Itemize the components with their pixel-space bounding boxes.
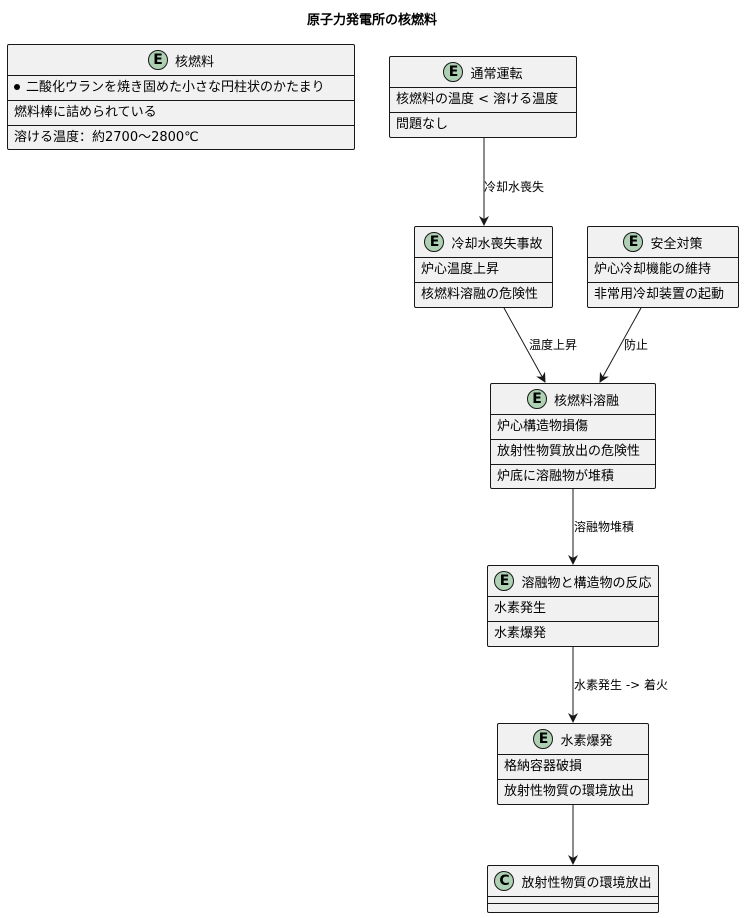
edge-meltdown-to-reaction: 溶融物堆積 [568,489,634,565]
entity-stereotype-icon: E [526,389,547,409]
entity-name: 冷却水喪失事故 [451,236,543,252]
entity-meltdown: E 核燃料溶融 炉心構造物損傷 放射性物質放出の危険性 炉底に溶融物が堆積 [490,383,656,489]
entity-attribute: 燃料棒に詰められている [8,100,354,125]
bullet-icon [14,83,20,90]
entity-attribute: 放射性物質の環境放出 [498,779,648,804]
class-stereotype-icon: C [494,871,515,891]
entity-stereotype-icon: E [623,232,644,252]
entity-attribute: 炉心温度上昇 [415,257,552,282]
entity-attribute: 二酸化ウランを焼き固めた小さな円柱状のかたまり [8,75,354,100]
entity-name: 溶融物と構造物の反応 [521,575,652,591]
edge-label: 溶融物堆積 [574,519,634,534]
entity-nuclear-fuel: E 核燃料 二酸化ウランを焼き固めた小さな円柱状のかたまり 燃料棒に詰められてい… [7,44,355,150]
entity-attribute: 格納容器破損 [498,754,648,779]
edge-normal-to-loca: 冷却水喪失 [479,138,544,226]
entity-attribute: 炉心構造物損傷 [491,414,655,439]
entity-attribute: 水素発生 [488,596,658,621]
class-radioactive-release: C 放射性物質の環境放出 [487,865,659,913]
edge-label: 防止 [624,337,648,352]
entity-stereotype-icon: E [443,62,464,82]
entity-attribute: 核燃料溶融の危険性 [415,282,552,307]
entity-stereotype-icon: E [494,571,515,591]
entity-attribute: 水素爆発 [488,621,658,646]
edge-label: 水素発生 -> 着火 [574,677,668,692]
entity-name: 通常運転 [470,66,523,82]
class-name: 放射性物質の環境放出 [521,875,652,891]
entity-hydrogen-explosion: E 水素爆発 格納容器破損 放射性物質の環境放出 [497,723,649,805]
edge-reaction-to-explosion: 水素発生 -> 着火 [568,647,668,723]
entity-attribute: 炉心冷却機能の維持 [588,257,738,282]
edge-label: 冷却水喪失 [484,179,544,194]
class-methods-section [488,903,658,910]
entity-attribute: 炉底に溶融物が堆積 [491,464,655,489]
entity-name: 核燃料溶融 [553,393,619,409]
edge-loca-to-meltdown: 温度上昇 [503,307,577,383]
entity-stereotype-icon: E [424,232,445,252]
diagram-title: 原子力発電所の核燃料 [306,13,437,28]
entity-stereotype-icon: E [533,729,554,749]
entity-attribute: 核燃料の温度 < 溶ける温度 [390,87,576,112]
edge-safety-to-meltdown: 防止 [599,307,648,383]
entity-safety: E 安全対策 炉心冷却機能の維持 非常用冷却装置の起動 [587,226,739,308]
entity-name: 安全対策 [650,236,703,252]
entity-stereotype-icon: E [147,50,168,70]
class-attributes-section [488,896,658,903]
entity-name: 水素爆発 [560,733,613,749]
entity-attribute: 溶ける温度：約2700〜2800℃ [8,125,354,150]
entity-reaction: E 溶融物と構造物の反応 水素発生 水素爆発 [487,565,659,647]
entity-name: 核燃料 [174,54,214,70]
entity-attribute: 放射性物質放出の危険性 [491,439,655,464]
entity-attribute: 非常用冷却装置の起動 [588,282,738,307]
entity-normal-operation: E 通常運転 核燃料の温度 < 溶ける温度 問題なし [389,56,577,138]
edge-label: 温度上昇 [529,337,577,352]
entity-attribute: 問題なし [390,112,576,137]
entity-loca: E 冷却水喪失事故 炉心温度上昇 核燃料溶融の危険性 [414,226,553,308]
